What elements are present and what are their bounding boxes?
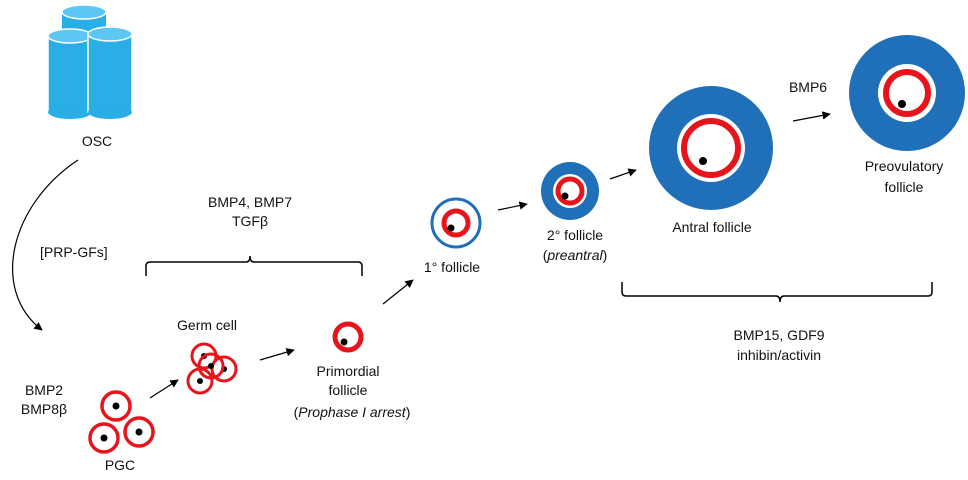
inhibin-activin-label: inhibin/activin	[737, 347, 821, 363]
primary-to-secondary-arrow	[497, 201, 528, 211]
early-stage-bracket	[145, 255, 363, 276]
secondary-to-antral-arrow	[609, 168, 637, 180]
osc-label: OSC	[82, 133, 112, 149]
germcell-to-primordial-arrow	[259, 348, 295, 361]
bmp4-bmp7-label: BMP4, BMP7	[208, 194, 292, 210]
osc-to-pgc-arrow	[12, 159, 79, 331]
primordial-label-line1: Primordial	[316, 363, 379, 379]
nucleus	[135, 428, 143, 436]
cylinder-left	[47, 28, 93, 119]
secondary-follicle-label: 2° follicle	[547, 227, 603, 243]
antral-follicle-label: Antral follicle	[672, 219, 752, 235]
nucleus	[561, 192, 569, 200]
cylinder-right	[87, 26, 133, 119]
nucleus	[208, 363, 214, 369]
antral-follicle-oocyte	[681, 118, 741, 178]
nucleus	[447, 224, 455, 232]
preovulatory-label-line1: Preovulatory	[865, 158, 944, 174]
prp-gfs-label: [PRP-GFs]	[40, 244, 108, 260]
nucleus	[699, 157, 707, 165]
prophase-label: (Prophase I arrest)	[294, 404, 411, 420]
osc-cylinders-icon	[47, 4, 133, 119]
primary-follicle-oocyte	[441, 208, 471, 238]
bmp15-gdf9-label: BMP15, GDF9	[733, 327, 824, 343]
nucleus	[112, 402, 120, 410]
tgfb-label: TGFβ	[232, 213, 268, 229]
preovulatory-label-line2: follicle	[885, 179, 924, 195]
primary-follicle-label: 1° follicle	[424, 259, 480, 275]
pgc-to-germcell-arrow	[149, 379, 179, 399]
nucleus	[340, 338, 348, 346]
nucleus	[100, 434, 108, 442]
germ-cell-label: Germ cell	[177, 317, 237, 333]
primordial-label-line2: follicle	[329, 382, 368, 398]
germ-cells	[186, 342, 238, 395]
primordial-to-primary-arrow	[382, 279, 414, 305]
bmp6-label: BMP6	[789, 79, 827, 95]
preovulatory-follicle-oocyte	[883, 69, 931, 117]
nucleus	[898, 100, 906, 108]
bmp8b-label: BMP8β	[21, 401, 67, 417]
pgc-cells	[88, 390, 155, 454]
nucleus	[197, 378, 203, 384]
preantral-label: (preantral)	[543, 247, 608, 263]
pgc-label: PGC	[105, 457, 135, 473]
primordial-follicle	[332, 321, 364, 353]
germ-cell	[197, 352, 225, 380]
late-stage-bracket	[621, 282, 933, 303]
antral-to-preovulatory-arrow	[792, 111, 831, 122]
bmp2-label: BMP2	[25, 382, 63, 398]
secondary-follicle-oocyte	[555, 176, 585, 206]
